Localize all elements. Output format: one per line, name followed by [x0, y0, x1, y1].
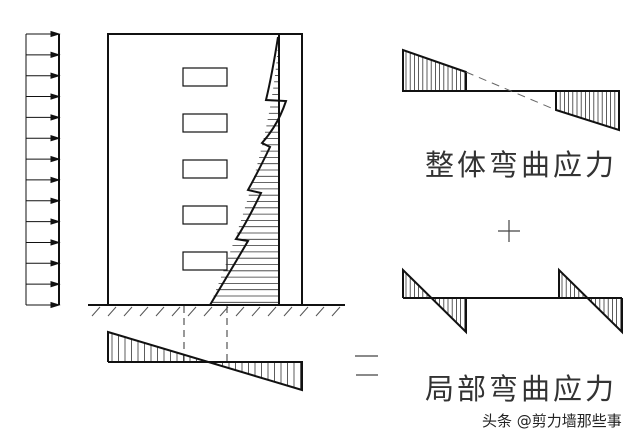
lateral-load-arrows: [25, 30, 61, 309]
load-arrow-head: [50, 72, 61, 79]
ground-hatch-line: [251, 306, 261, 317]
window-opening: [182, 67, 228, 87]
window-opening: [182, 159, 228, 179]
watermark: 头条 @剪力墙那些事: [482, 412, 622, 430]
ground-hatch-line: [91, 306, 101, 317]
ground-hatch-line: [283, 306, 293, 317]
window-opening: [182, 113, 228, 133]
load-arrow-head: [50, 30, 61, 38]
window-opening: [182, 251, 228, 271]
load-arrow-head: [50, 176, 61, 184]
total-stress-diagram: [107, 330, 303, 392]
ground-hatch-line: [123, 306, 133, 317]
load-arrow-head: [50, 114, 61, 121]
equals-sign: [355, 355, 378, 376]
load-arrow-head: [50, 93, 61, 100]
ground-hatch-line: [187, 306, 197, 317]
local-stress-diagram: [402, 267, 623, 335]
window-opening: [182, 205, 228, 225]
ground-hatch-line: [155, 306, 165, 317]
wall-stress-distribution: [209, 36, 288, 306]
ground-hatch-line: [107, 306, 117, 317]
global-stress-diagram: [402, 48, 620, 132]
ground-hatch-line: [139, 306, 149, 317]
global-bending-stress-label: 整体弯曲应力: [425, 148, 618, 182]
load-arrow-head: [50, 280, 61, 288]
plus-sign: [498, 220, 520, 242]
ground-hatch-line: [203, 306, 213, 317]
ground-hatch-line: [299, 306, 309, 317]
load-arrow-head: [50, 218, 61, 225]
load-arrow-head: [50, 135, 61, 142]
ground-line: [88, 304, 345, 317]
load-arrow-head: [50, 260, 61, 267]
projection-dashes: [183, 306, 228, 362]
ground-hatch-line: [315, 306, 325, 317]
local-bending-stress-label: 局部弯曲应力: [425, 372, 618, 406]
ground-hatch-line: [267, 306, 277, 317]
ground-hatch-line: [171, 306, 181, 317]
load-arrow-head: [50, 301, 61, 309]
load-arrow-head: [50, 239, 61, 246]
load-arrow-head: [50, 51, 61, 59]
load-arrow-head: [50, 197, 61, 204]
load-arrow-head: [50, 155, 61, 163]
ground-hatch-line: [235, 306, 245, 317]
ground-hatch-line: [331, 306, 341, 317]
